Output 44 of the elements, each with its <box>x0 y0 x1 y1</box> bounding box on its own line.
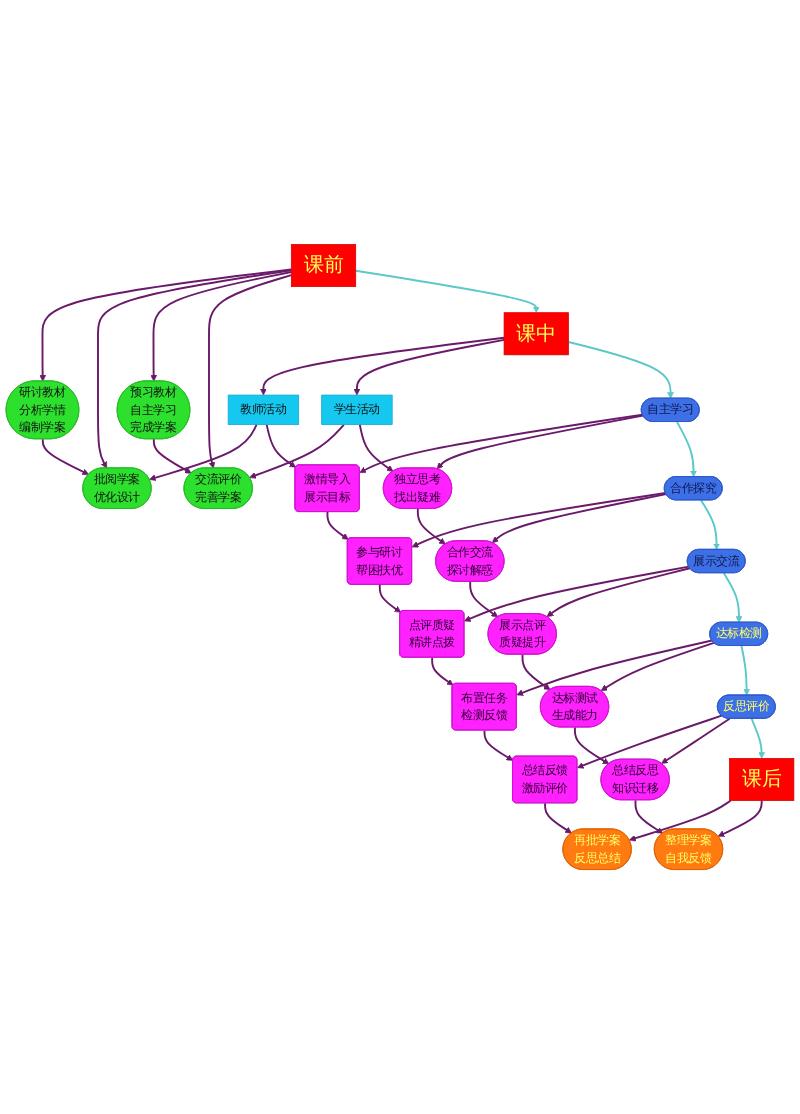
arrow <box>722 572 743 623</box>
stage-box: 课后 <box>729 758 795 801</box>
arrow <box>358 423 394 472</box>
arrow <box>150 271 293 382</box>
arrow <box>661 717 731 764</box>
arrow <box>516 639 713 696</box>
arrow <box>469 580 499 618</box>
arrow <box>416 507 446 545</box>
arrow <box>600 641 715 692</box>
arrow <box>39 268 293 382</box>
arrow <box>41 438 90 475</box>
arrow <box>359 413 644 473</box>
arrow <box>354 269 540 313</box>
arrow <box>149 423 258 481</box>
arrow <box>265 423 296 468</box>
arrow <box>483 729 514 761</box>
arrow <box>97 269 293 469</box>
arrow <box>353 338 506 396</box>
arrow <box>676 420 697 478</box>
arrow <box>521 653 551 691</box>
arrow <box>378 583 402 613</box>
arrow <box>629 799 732 842</box>
arrow <box>431 656 454 686</box>
stage-box: 课中 <box>503 312 569 356</box>
arrow <box>464 565 690 622</box>
arrow <box>326 511 349 540</box>
arrow <box>491 493 667 544</box>
arrow <box>436 414 644 470</box>
arrow <box>411 492 667 548</box>
arrow <box>700 499 720 550</box>
arrow <box>546 567 691 618</box>
arrow <box>208 274 293 469</box>
arrow <box>577 714 723 769</box>
arrow <box>544 802 572 834</box>
arrow <box>717 799 763 837</box>
arrow <box>740 644 750 696</box>
stage-box: 课前 <box>290 244 357 287</box>
arrow <box>260 336 506 396</box>
arrow <box>573 726 610 765</box>
arrow <box>750 717 766 759</box>
arrow <box>634 799 664 834</box>
arrow <box>249 423 345 479</box>
arrow <box>152 438 192 474</box>
arrow <box>567 341 674 399</box>
